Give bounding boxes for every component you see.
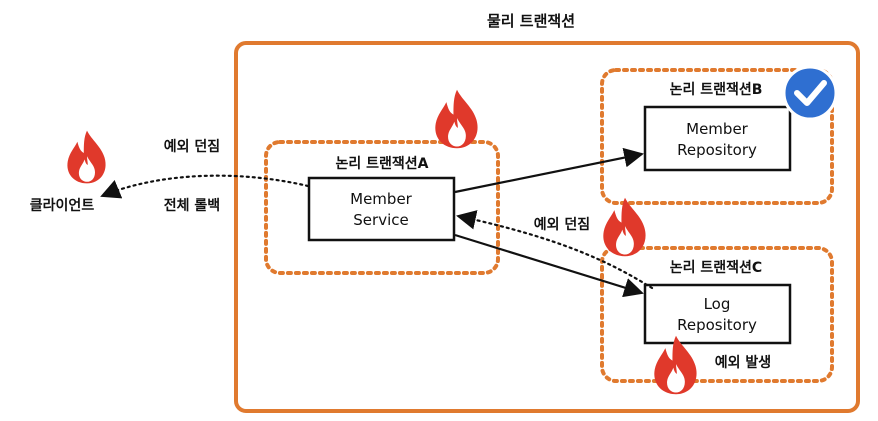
- logical-tx-a-box: [264, 140, 500, 275]
- log-repository-line1: Log: [704, 295, 731, 313]
- logical-tx-b-label: 논리 트랜잭션B: [670, 81, 763, 98]
- check-circle-icon: [782, 65, 838, 121]
- member-repository-node: [643, 105, 792, 172]
- annotation-rollback-all: 전체 롤백: [164, 197, 220, 214]
- fire-icon: [654, 335, 697, 395]
- logical-tx-c-box: [600, 246, 834, 383]
- fire-icon: [435, 89, 478, 149]
- arrow-service-to-log-repo: [454, 233, 644, 298]
- logical-tx-b-box: [600, 68, 834, 205]
- member-service-node: [307, 176, 456, 242]
- member-repository-line1: Member: [686, 120, 749, 138]
- arrow-exception-to-client: [100, 174, 310, 199]
- annotation-exception-occurred: 예외 발생: [715, 354, 771, 371]
- arrow-service-to-member-repo: [454, 147, 644, 194]
- member-repository-line2: Repository: [677, 141, 757, 159]
- annotation-throw-from-log: 예외 던짐: [534, 216, 590, 233]
- member-service-line1: Member: [350, 190, 413, 208]
- annotation-throw-to-client: 예외 던짐: [164, 138, 220, 155]
- arrow-exception-from-log-repo: [456, 210, 654, 290]
- log-repository-line2: Repository: [677, 316, 757, 334]
- member-service-line2: Service: [353, 211, 408, 229]
- client-label: 클라이언트: [30, 197, 95, 214]
- log-repository-node: [643, 283, 792, 345]
- physical-tx-box: [234, 41, 860, 413]
- logical-tx-a-label: 논리 트랜잭션A: [336, 155, 429, 172]
- logical-tx-c-label: 논리 트랜잭션C: [670, 259, 762, 276]
- fire-icon: [603, 197, 646, 257]
- fire-icon: [67, 130, 106, 184]
- physical-tx-label: 물리 트랜잭션: [487, 12, 575, 30]
